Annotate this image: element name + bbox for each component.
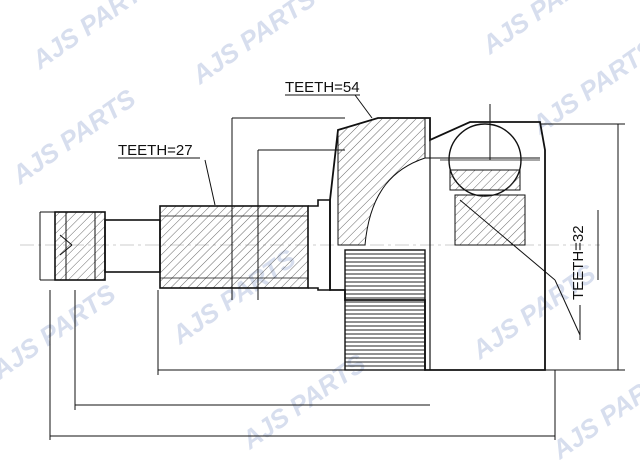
teeth-inner-label-group: TEETH=32 [570, 225, 587, 300]
shaft-neck [104, 219, 161, 273]
dimension-lines [39, 94, 625, 440]
svg-text:AJS PARTS: AJS PARTS [5, 83, 141, 191]
watermark-logo: AJS PARTS [475, 0, 611, 60]
svg-text:AJS PARTS: AJS PARTS [475, 0, 611, 60]
thread-end [54, 211, 106, 281]
teeth-outer-label: TEETH=54 [285, 79, 360, 96]
svg-text:AJS PARTS: AJS PARTS [25, 0, 161, 75]
splined-shaft [159, 205, 309, 289]
watermark-logo: AJS PARTS [185, 0, 321, 90]
svg-text:AJS PARTS: AJS PARTS [185, 0, 321, 90]
svg-text:AJS PARTS: AJS PARTS [545, 358, 640, 460]
watermark-logo: AJS PARTS [545, 358, 640, 460]
teeth-inner-label: TEETH=32 [570, 225, 587, 300]
abs-ring [344, 249, 426, 371]
watermark-logo: AJS PARTS [0, 278, 122, 386]
watermark-logo: AJS PARTS [5, 83, 141, 191]
teeth-shaft-label: TEETH=27 [118, 142, 193, 159]
inner-race [440, 123, 540, 246]
watermark-logo: AJS PARTS [25, 0, 161, 75]
svg-text:AJS PARTS: AJS PARTS [0, 278, 122, 386]
